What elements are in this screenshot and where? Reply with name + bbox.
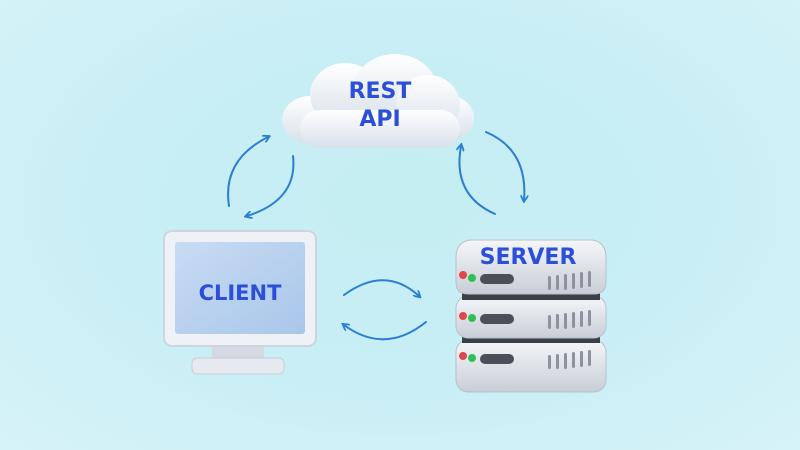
- arrow-client-to-server: [343, 279, 419, 296]
- server-unit: [455, 339, 607, 393]
- arrow-api-to-server: [485, 131, 524, 200]
- status-light-green-icon: [468, 354, 476, 362]
- server-unit: [455, 239, 607, 295]
- arrow-api-to-client: [247, 155, 295, 216]
- api-label-line1: REST: [349, 79, 412, 104]
- client-label: CLIENT: [199, 281, 283, 305]
- api-label-line2: API: [359, 107, 400, 132]
- status-light-red-icon: [459, 312, 467, 320]
- client-monitor: CLIENT: [163, 230, 317, 375]
- status-light-green-icon: [468, 274, 476, 282]
- status-light-red-icon: [459, 271, 467, 279]
- arrow-server-to-api: [459, 146, 496, 215]
- status-light-red-icon: [459, 352, 467, 360]
- server-stack: SERVER: [455, 239, 607, 393]
- arrow-server-to-client: [344, 321, 427, 341]
- server-label: SERVER: [480, 245, 577, 270]
- status-light-green-icon: [468, 314, 476, 322]
- rest-api-cloud: REST API: [282, 54, 474, 148]
- server-unit: [455, 295, 607, 339]
- arrow-client-to-api: [227, 137, 268, 207]
